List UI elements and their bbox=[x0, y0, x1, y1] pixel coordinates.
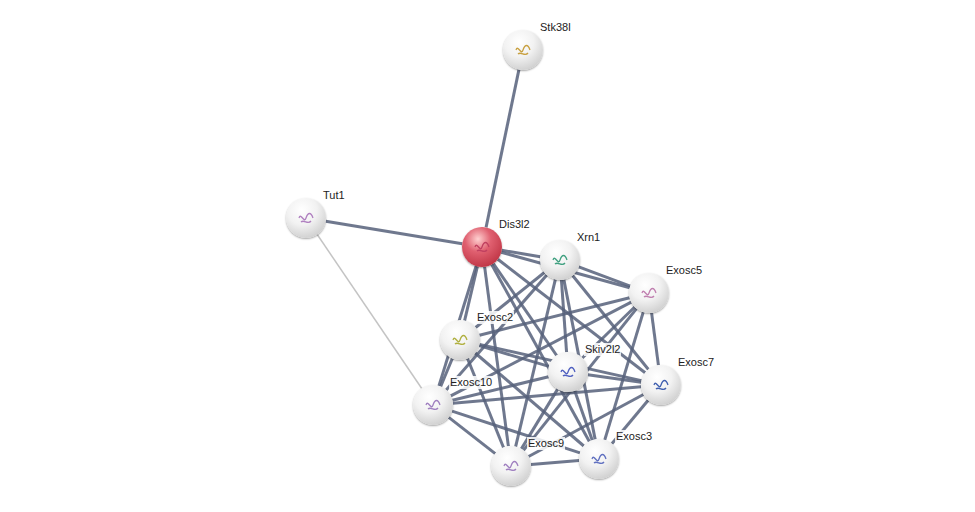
protein-node: Exosc5 bbox=[629, 273, 669, 313]
protein-label: Exosc7 bbox=[677, 356, 715, 369]
protein-label: Exosc9 bbox=[527, 437, 565, 450]
protein-label: Xrn1 bbox=[576, 231, 601, 244]
interaction-edge bbox=[479, 346, 549, 367]
structure-icon bbox=[590, 450, 608, 468]
protein-label: Exosc2 bbox=[476, 311, 514, 324]
interaction-edge bbox=[588, 375, 641, 382]
protein-node: Exosc9 bbox=[491, 446, 531, 486]
interaction-edge bbox=[579, 267, 630, 286]
interaction-edge bbox=[453, 387, 641, 404]
interaction-edge bbox=[531, 461, 579, 465]
protein-label: Dis3l2 bbox=[498, 218, 531, 231]
structure-icon bbox=[473, 238, 491, 256]
structure-icon bbox=[502, 457, 520, 475]
interaction-edge bbox=[326, 221, 463, 243]
protein-label: Skiv2l2 bbox=[584, 343, 621, 356]
protein-node: Skiv2l2 bbox=[548, 352, 588, 392]
structure-icon bbox=[514, 41, 532, 59]
interaction-edge bbox=[317, 235, 422, 389]
structure-icon bbox=[297, 209, 315, 227]
structure-icon bbox=[559, 363, 577, 381]
interaction-edge bbox=[652, 313, 659, 365]
protein-node: Exosc7 bbox=[641, 365, 681, 405]
protein-label: Exosc3 bbox=[615, 430, 653, 443]
protein-node: Stk38l bbox=[503, 30, 543, 70]
protein-label: Exosc5 bbox=[665, 264, 703, 277]
structure-icon bbox=[551, 251, 569, 269]
structure-icon bbox=[640, 284, 658, 302]
protein-node: Xrn1 bbox=[540, 240, 580, 280]
protein-label: Exosc10 bbox=[449, 376, 493, 389]
protein-node: Dis3l2 bbox=[462, 227, 502, 267]
interaction-edge bbox=[476, 272, 545, 327]
structure-icon bbox=[424, 396, 442, 414]
interaction-edge bbox=[575, 391, 593, 440]
protein-node: Exosc2 bbox=[440, 320, 480, 360]
protein-node: Exosc3 bbox=[579, 439, 619, 479]
protein-label: Stk38l bbox=[539, 21, 572, 34]
interaction-edge bbox=[485, 267, 509, 446]
protein-node: Exosc10 bbox=[413, 385, 453, 425]
interaction-edge bbox=[486, 70, 519, 228]
protein-node: Tut1 bbox=[286, 198, 326, 238]
structure-icon bbox=[451, 331, 469, 349]
structure-icon bbox=[652, 376, 670, 394]
protein-label: Tut1 bbox=[322, 189, 346, 202]
